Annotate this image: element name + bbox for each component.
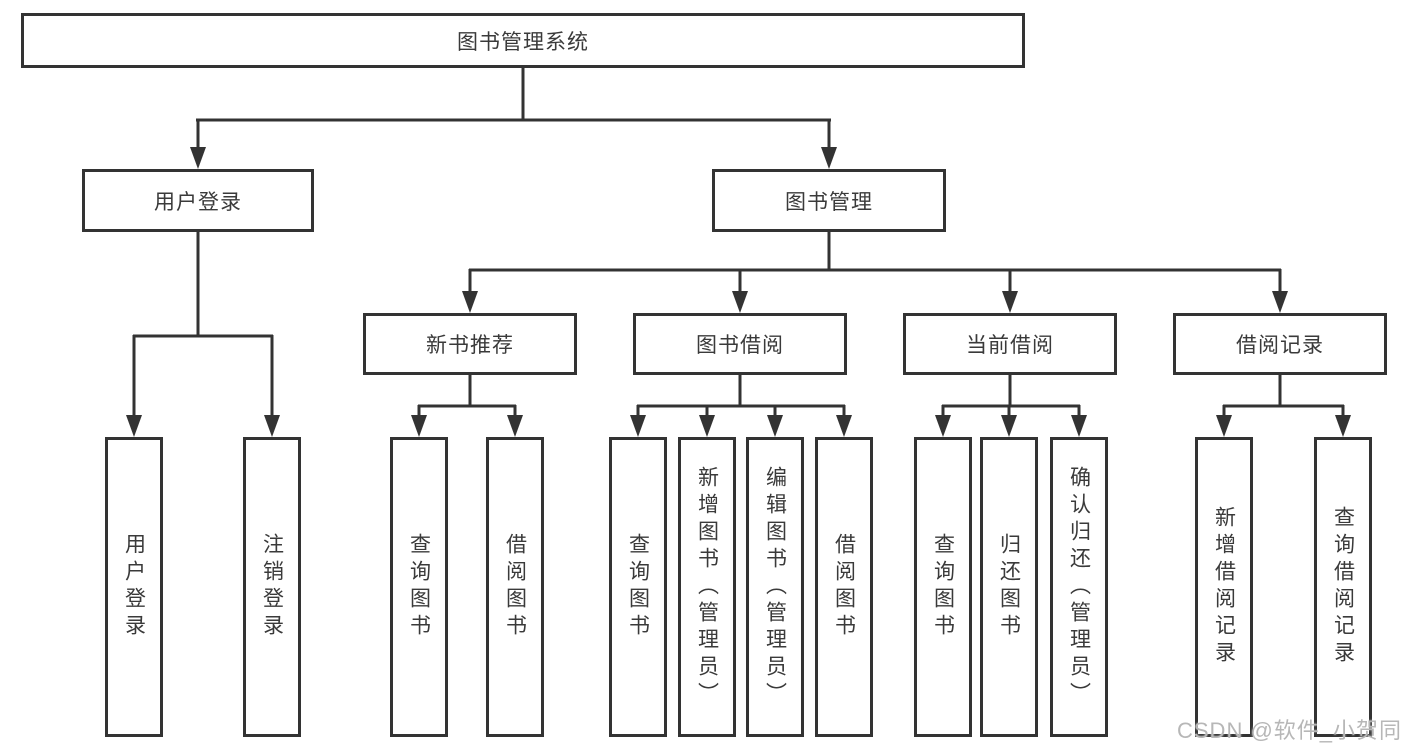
- node-query-books-borrowing: 查询图书: [609, 437, 667, 737]
- node-user-login-branch: 用户登录: [82, 169, 314, 232]
- connector-arrowhead: [1001, 415, 1017, 437]
- node-label: 新增借阅记录: [1212, 506, 1236, 668]
- connector-arrowhead: [1335, 415, 1351, 437]
- connector-arrowhead: [935, 415, 951, 437]
- node-label: 当前借阅: [966, 334, 1054, 357]
- node-label: 新增图书（管理员）: [695, 465, 719, 709]
- connector-arrowhead: [1272, 291, 1288, 313]
- connector-arrowhead: [507, 415, 523, 437]
- node-return-books: 归还图书: [980, 437, 1038, 737]
- node-book-management-branch: 图书管理: [712, 169, 946, 232]
- connector-arrowhead: [1071, 415, 1087, 437]
- node-book-borrowing: 图书借阅: [633, 313, 847, 375]
- node-borrow-books-borrowing: 借阅图书: [815, 437, 873, 737]
- node-label: 用户登录: [154, 190, 242, 214]
- node-label: 新书推荐: [426, 334, 514, 357]
- csdn-watermark: CSDN @软件_小贺同学: [1177, 718, 1403, 743]
- connector-arrowhead: [1216, 415, 1232, 437]
- node-label: 借阅记录: [1236, 334, 1324, 357]
- node-confirm-return-admin: 确认归还（管理员）: [1050, 437, 1108, 737]
- connector-arrowhead: [462, 291, 478, 313]
- node-add-books-admin: 新增图书（管理员）: [678, 437, 736, 737]
- node-label: 图书管理系统: [457, 30, 589, 54]
- connector-arrowhead: [732, 291, 748, 313]
- connector-arrowhead: [264, 415, 280, 437]
- node-borrowing-records: 借阅记录: [1173, 313, 1387, 375]
- node-label: 查询图书: [626, 533, 650, 641]
- node-label: 查询图书: [407, 533, 431, 641]
- node-label: 借阅图书: [503, 533, 527, 641]
- node-label: 确认归还（管理员）: [1067, 465, 1091, 709]
- node-logout-leaf: 注销登录: [243, 437, 301, 737]
- connector-arrowhead: [190, 147, 206, 169]
- node-add-borrow-record: 新增借阅记录: [1195, 437, 1253, 737]
- node-label: 查询借阅记录: [1331, 506, 1355, 668]
- connector-arrowhead: [411, 415, 427, 437]
- node-borrow-books-recommend: 借阅图书: [486, 437, 544, 737]
- node-library-management-system: 图书管理系统: [21, 13, 1025, 68]
- node-user-login-leaf: 用户登录: [105, 437, 163, 737]
- connector-arrowhead: [821, 147, 837, 169]
- connector-arrowhead: [767, 415, 783, 437]
- connector-arrowhead: [1002, 291, 1018, 313]
- node-new-book-recommendation: 新书推荐: [363, 313, 577, 375]
- node-label: 借阅图书: [832, 533, 856, 641]
- node-label: 图书管理: [785, 190, 873, 214]
- connector-arrowhead: [126, 415, 142, 437]
- node-current-borrowing: 当前借阅: [903, 313, 1117, 375]
- node-edit-books-admin: 编辑图书（管理员）: [746, 437, 804, 737]
- node-label: 注销登录: [260, 533, 284, 641]
- node-query-books-current: 查询图书: [914, 437, 972, 737]
- node-label: 用户登录: [122, 533, 146, 641]
- node-label: 编辑图书（管理员）: [763, 465, 787, 709]
- node-label: 图书借阅: [696, 334, 784, 357]
- node-label: 归还图书: [997, 533, 1021, 641]
- node-query-books-recommend: 查询图书: [390, 437, 448, 737]
- connector-arrowhead: [699, 415, 715, 437]
- connector-arrowhead: [836, 415, 852, 437]
- node-label: 查询图书: [931, 533, 955, 641]
- connector-arrowhead: [630, 415, 646, 437]
- node-query-borrow-record: 查询借阅记录: [1314, 437, 1372, 737]
